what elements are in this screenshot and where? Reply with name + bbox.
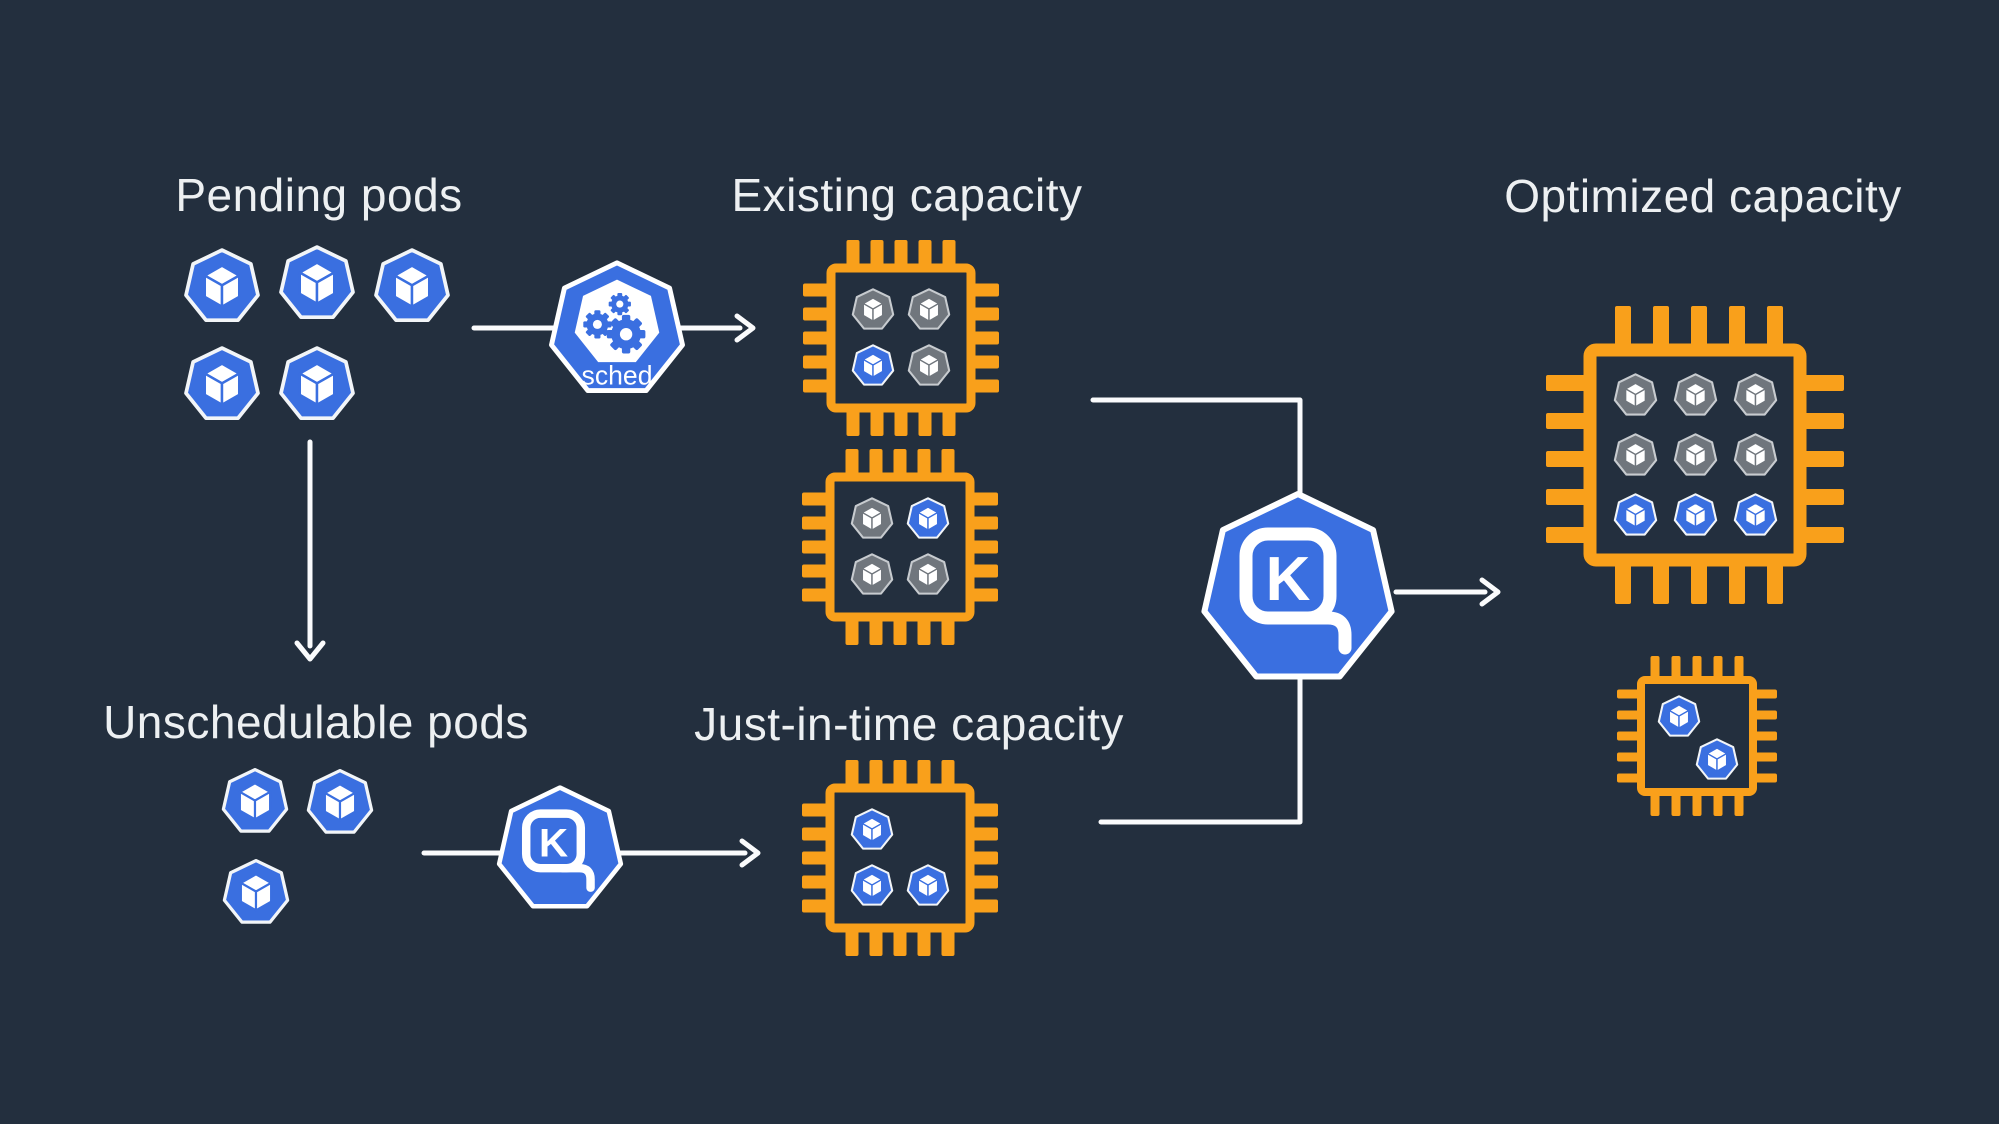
pod-blue: [1694, 737, 1740, 783]
cpu-chip-icon: [1546, 306, 1844, 604]
pod-gray: [906, 343, 952, 389]
cube-pod-icon: [1733, 373, 1778, 416]
elbow-jit-to-karpenter: [1098, 667, 1303, 825]
cpu-chip-icon: [802, 449, 998, 645]
pod-blue: [220, 857, 292, 929]
cube-pod-icon: [222, 858, 290, 924]
cube-pod-icon: [850, 553, 894, 595]
cube-pod-icon: [1613, 373, 1658, 416]
pod-gray: [849, 552, 895, 598]
cube-pod-icon: [906, 497, 950, 539]
tape-measure-icon: [521, 809, 595, 892]
cube-pod-icon: [374, 248, 450, 323]
cube-pod-icon: [850, 497, 894, 539]
existing-capacity-chip-1: [803, 240, 999, 436]
cube-pod-icon: [850, 808, 894, 850]
cube-pod-icon: [907, 344, 951, 386]
elbow-existing-to-karpenter: [1090, 397, 1303, 508]
cube-pod-icon: [1733, 493, 1778, 536]
unschedulable-pods-label: Unschedulable pods: [103, 696, 529, 748]
pod-gray: [1672, 372, 1719, 419]
pod-blue: [276, 243, 358, 325]
pending-pods-group: [181, 243, 453, 426]
pod-blue: [1656, 694, 1702, 740]
pod-gray: [1612, 432, 1659, 479]
cube-pod-icon: [850, 864, 894, 906]
cube-pod-icon: [1657, 695, 1701, 737]
jit-capacity-label: Just-in-time capacity: [694, 698, 1124, 750]
pod-blue: [276, 344, 358, 426]
cube-pod-icon: [1673, 433, 1718, 476]
cube-pod-icon: [907, 288, 951, 330]
cube-pod-icon: [1733, 433, 1778, 476]
optimized-capacity-small-chip: [1617, 656, 1777, 816]
arrowhead-to-optimized: [1479, 577, 1501, 607]
cube-pod-icon: [221, 767, 289, 833]
existing-capacity-chip-2: [802, 449, 998, 645]
unschedulable-pods-group: [219, 766, 376, 929]
pod-gray: [850, 287, 896, 333]
pod-blue: [1612, 492, 1659, 539]
cpu-chip-icon: [802, 760, 998, 956]
karpenter-icon-large: K: [1198, 490, 1398, 690]
optimized-capacity-large-chip: [1546, 306, 1844, 604]
pod-gray: [1732, 372, 1779, 419]
karpenter-icon-small: K: [495, 785, 625, 915]
cpu-chip-icon: [803, 240, 999, 436]
pod-blue: [1732, 492, 1779, 539]
cube-pod-icon: [1673, 493, 1718, 536]
gears-icon: [583, 292, 646, 354]
cube-pod-icon: [306, 768, 374, 834]
pod-blue: [850, 343, 896, 389]
pod-blue: [181, 246, 263, 328]
pod-blue: [219, 766, 291, 838]
cube-pod-icon: [906, 553, 950, 595]
cube-pod-icon: [1695, 738, 1739, 780]
kube-scheduler-icon: sched: [547, 260, 687, 400]
cube-pod-icon: [1673, 373, 1718, 416]
pod-blue: [849, 863, 895, 909]
pod-gray: [905, 552, 951, 598]
arrowhead-to-unschedulable: [294, 640, 326, 662]
pod-gray: [849, 496, 895, 542]
pod-blue: [181, 344, 263, 426]
pod-blue: [905, 863, 951, 909]
pod-blue: [1672, 492, 1719, 539]
arrowhead-to-existing: [734, 313, 756, 343]
optimized-capacity-label: Optimized capacity: [1504, 170, 1902, 222]
cube-pod-icon: [906, 864, 950, 906]
pod-blue: [304, 767, 376, 839]
arrowhead-to-jit: [739, 838, 761, 868]
pod-gray: [1672, 432, 1719, 479]
pod-blue: [905, 496, 951, 542]
cube-pod-icon: [851, 288, 895, 330]
cube-pod-icon: [184, 248, 260, 323]
cube-pod-icon: [279, 245, 355, 320]
scheduler-label: sched: [582, 361, 653, 391]
cube-pod-icon: [1613, 493, 1658, 536]
pod-gray: [1732, 432, 1779, 479]
pod-blue: [371, 246, 453, 328]
pod-gray: [1612, 372, 1659, 419]
existing-capacity-label: Existing capacity: [731, 169, 1083, 221]
karpenter-letter: K: [1266, 545, 1311, 614]
cube-pod-icon: [1613, 433, 1658, 476]
pod-gray: [906, 287, 952, 333]
pending-pods-label: Pending pods: [175, 169, 463, 221]
cpu-chip-icon: [1617, 656, 1777, 816]
cube-pod-icon: [184, 346, 260, 421]
tape-measure-icon: [1239, 527, 1352, 655]
jit-capacity-chip: [802, 760, 998, 956]
pod-blue: [849, 807, 895, 853]
cube-pod-icon: [279, 346, 355, 421]
karpenter-letter: K: [539, 821, 568, 866]
cube-pod-icon: [851, 344, 895, 386]
